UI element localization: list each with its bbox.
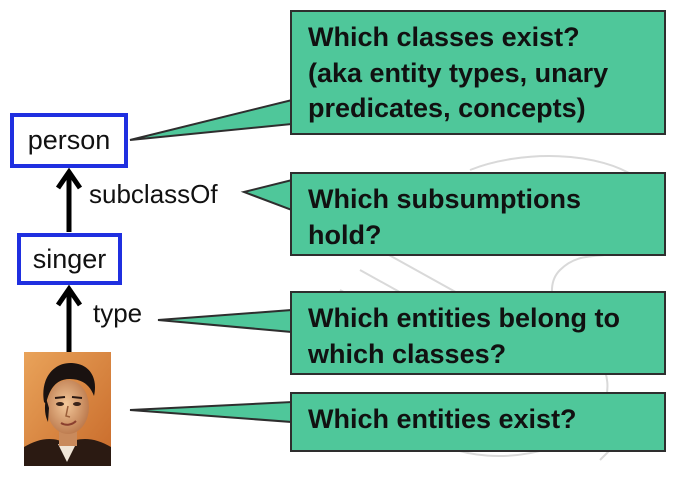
class-node-person: person	[10, 113, 128, 168]
callout-entities-exist-line-1: Which entities exist?	[308, 404, 577, 434]
callout-pointer-entities-exist	[129, 400, 293, 424]
arrow-singer-to-person	[55, 167, 83, 232]
callout-entities-classes: Which entities belong to which classes?	[290, 291, 666, 375]
callout-entities-classes-line-1: Which entities belong to	[308, 303, 620, 333]
callout-subsumptions: Which subsumptions hold?	[290, 172, 666, 256]
callout-classes: Which classes exist? (aka entity types, …	[290, 10, 666, 135]
class-node-singer-label: singer	[32, 243, 107, 274]
callout-classes-line-3: predicates, concepts)	[308, 93, 586, 124]
callout-entities-exist: Which entities exist?	[290, 392, 666, 452]
callout-entities-classes-line-2: which classes?	[308, 338, 507, 369]
edge-label-type: type	[93, 298, 143, 328]
callout-subsumptions-line-1: Which subsumptions hold?	[308, 184, 581, 250]
class-node-singer: singer	[17, 233, 122, 285]
person-portrait-photo	[24, 352, 111, 466]
edge-label-subclassof: subclassOf	[89, 179, 218, 209]
class-node-person-label: person	[27, 125, 111, 155]
callout-classes-line-2: (aka entity types, unary	[308, 57, 609, 88]
callout-pointer-classes	[129, 98, 293, 141]
callout-classes-line-1: Which classes exist?	[308, 22, 580, 52]
arrow-photo-to-singer	[55, 284, 83, 352]
callout-pointer-entities-classes	[157, 308, 293, 334]
callout-pointer-subsumptions	[240, 178, 293, 212]
